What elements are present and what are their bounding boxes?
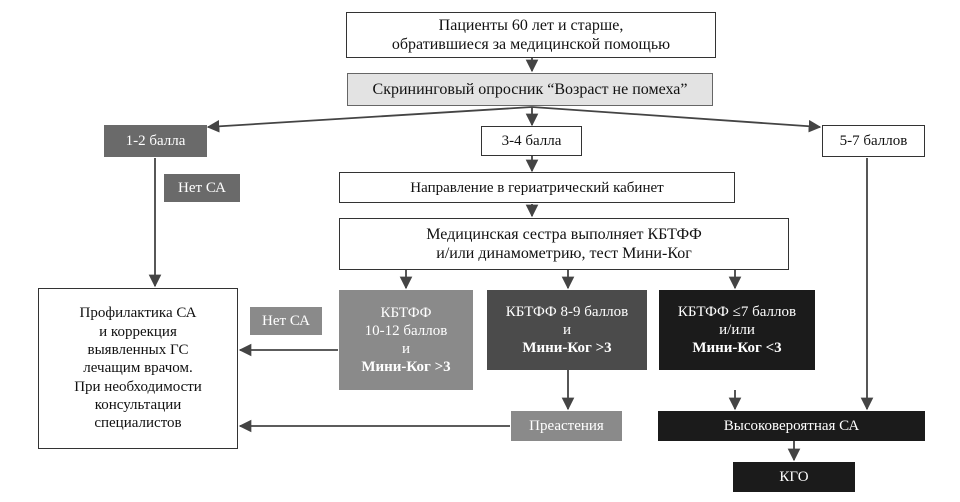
kbtff-high-line-1: КБТФФ	[380, 305, 432, 321]
score-low-label: 1-2 балла	[125, 133, 186, 149]
score-high-box: 5-7 баллов	[822, 125, 925, 157]
preasthenia-box: Преастения	[511, 411, 622, 441]
nurse-box: Медицинская сестра выполняет КБТФФ и/или…	[339, 218, 789, 270]
screening-box: Скрининговый опросник “Возраст не помеха…	[347, 73, 713, 106]
nurse-line-1: Медицинская сестра выполняет КБТФФ	[426, 225, 702, 243]
kgo-box: КГО	[733, 462, 855, 492]
kbtff-mid-line-3: Мини-Ког >3	[522, 340, 612, 356]
prevention-line-7: специалистов	[94, 415, 182, 432]
kbtff-mid-line-2: и	[562, 322, 572, 338]
prevention-line-4: лечащим врачом.	[83, 360, 193, 377]
score-low-box: 1-2 балла	[104, 125, 207, 157]
kbtff-low-line-3: Мини-Ког <3	[692, 340, 782, 356]
no-sa-top-box: Нет СА	[164, 174, 240, 202]
kbtff-low-line-1: КБТФФ ≤7 баллов	[677, 304, 797, 320]
prevention-line-6: консультации	[94, 396, 182, 413]
patients-box: Пациенты 60 лет и старше, обратившиеся з…	[346, 12, 716, 58]
prevention-line-3: выявленных ГС	[87, 342, 189, 359]
no-sa-mid-box: Нет СА	[250, 307, 322, 335]
preasthenia-label: Преастения	[529, 418, 604, 434]
kgo-label: КГО	[779, 469, 809, 485]
referral-box: Направление в гериатрический кабинет	[339, 172, 735, 203]
nurse-line-2: и/или динамометрию, тест Мини-Ког	[436, 245, 692, 262]
prevention-line-2: и коррекция	[99, 323, 177, 340]
score-high-label: 5-7 баллов	[839, 133, 908, 149]
kbtff-high-line-4: Мини-Ког >3	[361, 359, 451, 375]
prevention-box: Профилактика СА и коррекция выявленных Г…	[38, 288, 238, 449]
kbtff-high-line-3: и	[401, 341, 411, 357]
score-mid-box: 3-4 балла	[481, 126, 582, 156]
kbtff-mid-box: КБТФФ 8-9 баллов и Мини-Ког >3	[487, 290, 647, 370]
probable-sa-label: Высоковероятная СА	[723, 418, 860, 434]
score-mid-label: 3-4 балла	[501, 133, 562, 149]
kbtff-low-line-2: и/или	[719, 322, 755, 338]
kbtff-low-box: КБТФФ ≤7 баллов и/или Мини-Ког <3	[659, 290, 815, 370]
arrow-screening-high	[531, 106, 822, 133]
kbtff-mid-line-1: КБТФФ 8-9 баллов	[505, 304, 629, 320]
patients-line-1: Пациенты 60 лет и старше,	[438, 16, 624, 34]
prevention-line-1: Профилактика СА	[79, 305, 197, 322]
probable-sa-box: Высоковероятная СА	[658, 411, 925, 441]
no-sa-top-label: Нет СА	[178, 180, 226, 196]
no-sa-mid-label: Нет СА	[262, 313, 310, 329]
arrow-screening-low	[206, 106, 533, 133]
kbtff-high-line-2: 10-12 баллов	[364, 323, 448, 339]
kbtff-high-box: КБТФФ 10-12 баллов и Мини-Ког >3	[339, 290, 473, 390]
prevention-line-5: При необходимости	[74, 378, 202, 395]
patients-line-2: обратившиеся за медицинской помощью	[391, 36, 671, 53]
screening-label: Скрининговый опросник “Возраст не помеха…	[372, 80, 688, 98]
referral-label: Направление в гериатрический кабинет	[410, 179, 664, 196]
